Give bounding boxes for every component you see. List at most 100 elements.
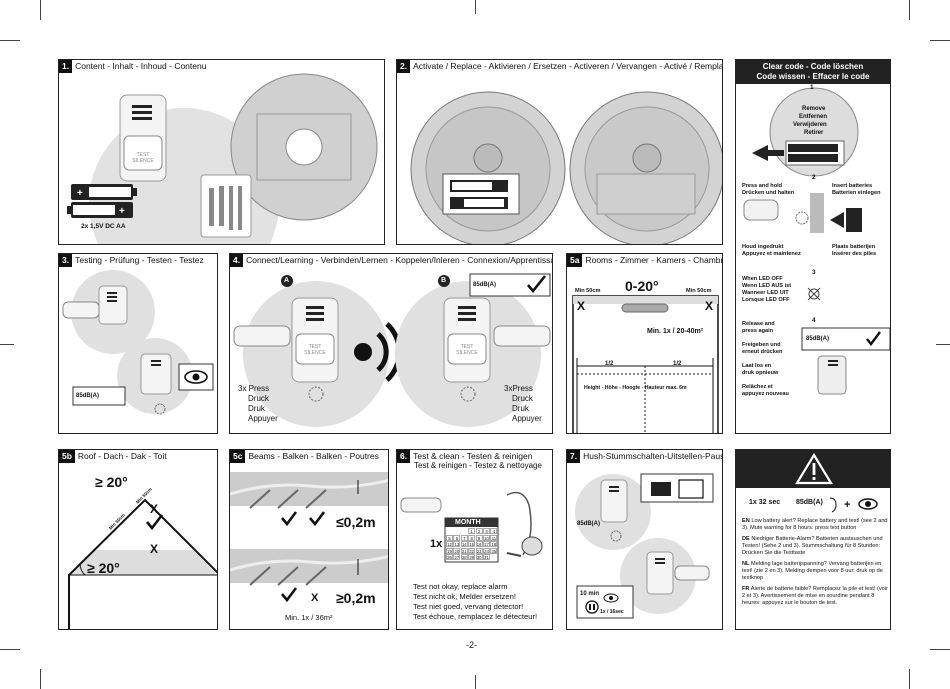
place-line: Plaats batterijen [832, 244, 876, 250]
warning-symbols: + [829, 497, 878, 513]
calendar-day: 18 [490, 541, 498, 548]
warning-text-en: EN Low battery alert? Replace battery an… [742, 518, 888, 531]
check-icon [866, 331, 881, 346]
calendar-day: 6 [453, 534, 461, 541]
x-mark: X [150, 502, 159, 516]
crop-mark [0, 344, 14, 345]
rooms-diagram [572, 295, 719, 433]
calendar-day: 22 [468, 547, 476, 554]
panel-number: 5c [230, 450, 246, 463]
x-mark: X [150, 542, 159, 556]
angle-label: ≥ 20° [87, 560, 120, 576]
check-icon [309, 511, 326, 527]
calendar-day: 5 [446, 534, 453, 541]
press-line: Appuyer [512, 414, 542, 423]
hold-line: Appuyez et maintenez [742, 251, 801, 257]
panel-title: Rooms - Zimmer - Kamers - Chambre [585, 255, 723, 265]
calendar-day: 10 [483, 534, 490, 541]
crop-mark [40, 0, 41, 20]
crop-mark [0, 649, 20, 650]
panel-test-clean: 6.Test & clean - Testen & reinigen Test … [396, 449, 553, 630]
crop-mark [475, 0, 476, 14]
panel-number: 6. [397, 450, 411, 463]
calendar-day: 27 [453, 554, 461, 561]
press-line: 3xPress [504, 384, 533, 393]
test-silence-label: TEST SILENCE [456, 344, 478, 356]
step-number: 1 [810, 84, 814, 91]
led-off-icon [807, 287, 821, 301]
crop-mark [909, 0, 910, 20]
crop-mark [40, 669, 41, 689]
calendar-day: 24 [483, 547, 490, 554]
beams-diagram [230, 472, 388, 603]
screw-icon [209, 186, 242, 230]
test-silence-label: TEST SILENCE [304, 344, 326, 356]
sound-level: 85dB(A) [577, 521, 601, 527]
calendar-day: 1 [468, 528, 476, 534]
panel-activate: 2.Activate / Replace - Aktivieren / Erse… [396, 59, 723, 245]
min-distance: Min 50cm [686, 288, 712, 294]
crop-mark [930, 40, 950, 41]
half-mark: 1/2 [673, 361, 682, 367]
roof-diagram [68, 498, 217, 629]
remove-line: Remove [802, 106, 826, 112]
panel-title: Hush-Stummschalten-Uitstellen-Pause [583, 451, 723, 461]
warning-icon [795, 452, 833, 485]
calendar-day: 11 [490, 534, 498, 541]
place-line: Insérer des piles [832, 251, 877, 257]
panel-number: 4. [230, 254, 244, 267]
calendar-day: 3 [483, 528, 490, 534]
check-icon [146, 514, 164, 531]
svg-text:+: + [844, 499, 850, 511]
calendar-day: 13 [453, 541, 461, 548]
panel-testing: 3.Testing - Prüfung - Testen - Testez 85… [58, 253, 218, 434]
clear-title-1: Clear code - Code löschen [762, 62, 864, 71]
release-line: appuyez nouveau [742, 391, 789, 397]
month-label: MONTH [455, 519, 481, 526]
remove-line: Entfernen [799, 114, 828, 120]
hush-duration: 10 min [580, 591, 600, 597]
hold-line: Houd ingedrukt [742, 244, 784, 250]
instruction-line: Test niet goed, vervang detector! [413, 602, 524, 611]
x-mark: X [577, 299, 586, 313]
x-mark: X [311, 592, 319, 604]
crop-mark [936, 344, 950, 345]
battery-icon [450, 197, 508, 209]
panel-number: 3. [59, 254, 73, 267]
release-line: Freigeben und [742, 342, 781, 348]
warning-rule: 1x 32 sec [749, 499, 781, 506]
page-number: -2- [466, 640, 477, 650]
sound-level: 85dB(A) [806, 336, 830, 342]
eye-icon [184, 370, 208, 384]
press-line: Druk [248, 404, 265, 413]
panel-number: 5a [567, 254, 583, 267]
battery-icon [450, 180, 508, 192]
battery-icon: + [67, 202, 133, 218]
calendar-day: 26 [446, 554, 453, 561]
calendar-day: 12 [446, 541, 453, 548]
distance-label: ≥0,2m [336, 590, 376, 606]
panel-title: Testing - Prüfung - Testen - Testez [75, 255, 204, 265]
sound-level: 85dB(A) [796, 499, 823, 506]
clear-title-2: Code wissen - Effacer le code [756, 72, 870, 81]
calendar-day: 25 [490, 547, 498, 554]
calendar-day: 9 [475, 534, 483, 541]
calendar-day: 31 [483, 554, 490, 561]
content-illustration: + + [67, 73, 378, 244]
panel-title: Connect/Learning - Verbinden/Lernen - Ko… [246, 255, 553, 265]
led-interval: 1x / 16sec [600, 609, 624, 615]
calendar-day: 15 [468, 541, 476, 548]
crop-mark [0, 40, 20, 41]
angle-label: ≥ 20° [95, 474, 128, 490]
eye-icon [603, 593, 619, 603]
signal-dot [354, 343, 372, 361]
panel-hush: 7.Hush-Stummschalten-Uitstellen-Pause 85… [566, 449, 723, 630]
eye-icon [858, 498, 878, 510]
calendar-day: 20 [453, 547, 461, 554]
press-hold-line: Drücken und halten [742, 190, 795, 196]
calendar-day: 30 [475, 554, 483, 561]
led-off-line: Wenn LED AUS ist [742, 283, 792, 289]
calendar-day: 28 [460, 554, 468, 561]
instruction-line: Test nicht ok, Melder ersetzen! [413, 592, 516, 601]
